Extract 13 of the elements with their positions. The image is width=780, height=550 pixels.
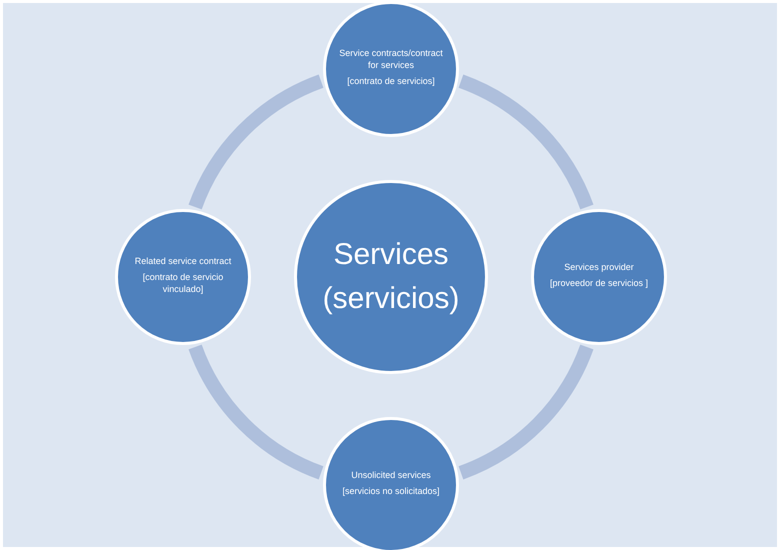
node-text: Unsolicited services	[351, 469, 431, 481]
node-text: [contrato de servicio vinculado]	[142, 271, 224, 295]
node-text: Service contracts/contract for services	[339, 47, 443, 71]
ring-connector	[188, 344, 324, 480]
node-text: [servicios no solicitados]	[342, 485, 440, 497]
ring-connector	[458, 344, 594, 480]
node-text: [proveedor de servicios ]	[550, 277, 648, 289]
ring-connector	[458, 74, 594, 210]
ring-connector	[188, 74, 324, 210]
node-text: Services provider	[564, 261, 634, 273]
node-text: Related service contract	[134, 255, 232, 267]
node-text: [contrato de servicios]	[347, 75, 435, 87]
node-text: Services (servicios)	[322, 237, 460, 317]
